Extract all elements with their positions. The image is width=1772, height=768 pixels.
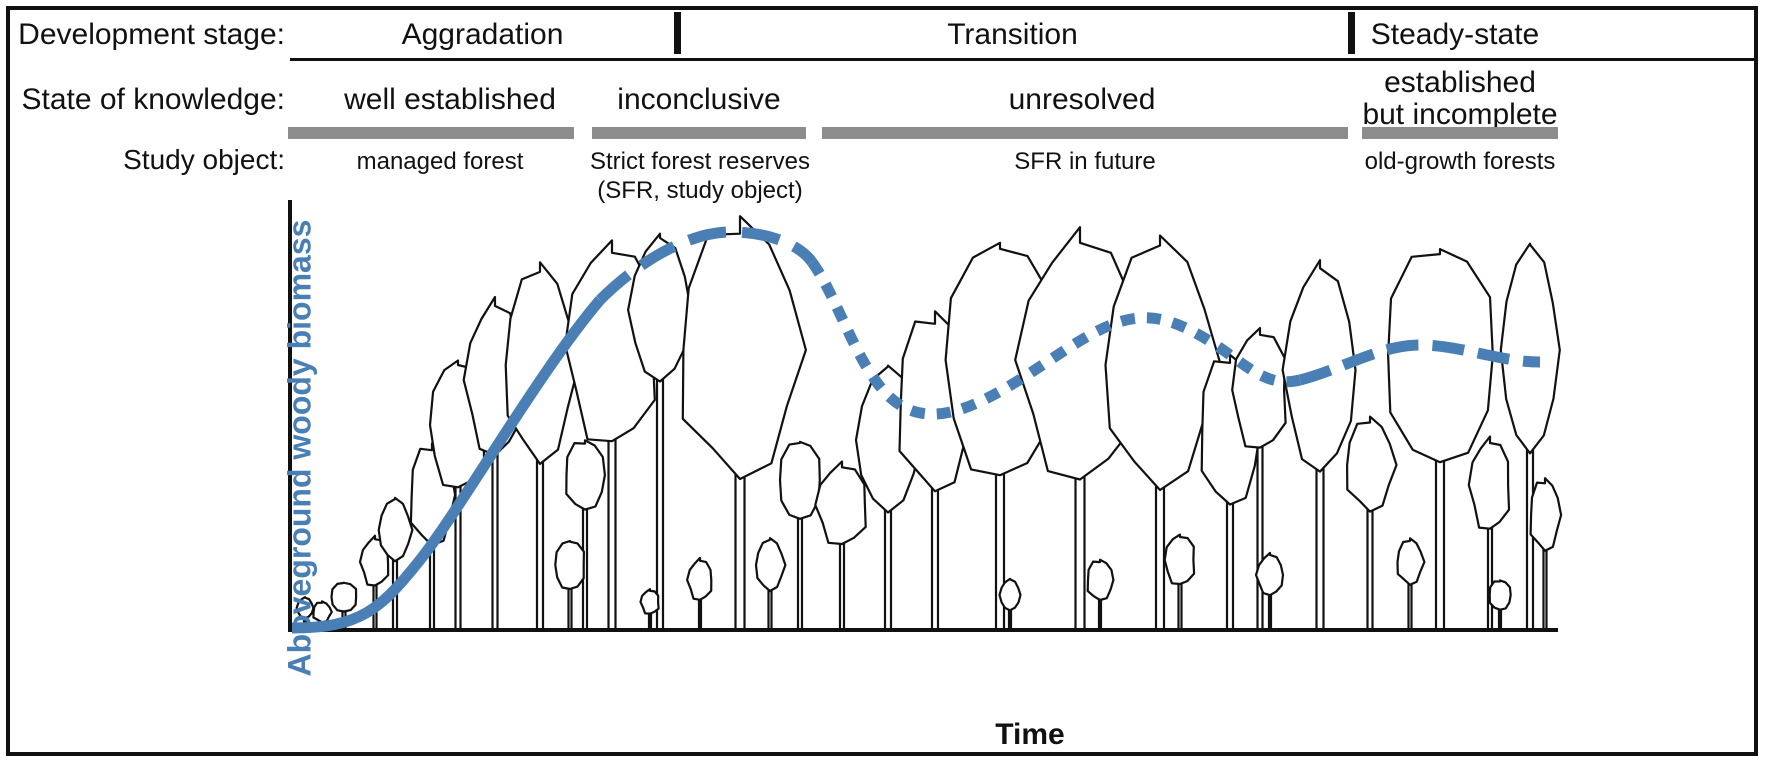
knowledge-bar bbox=[822, 127, 1348, 139]
tree-crown bbox=[639, 588, 660, 615]
y-axis-label: Aboveground woody biomass bbox=[281, 219, 318, 677]
tree-crown bbox=[686, 556, 713, 601]
tree-crown bbox=[565, 439, 606, 511]
tree-crown bbox=[1163, 533, 1196, 586]
stage-divider bbox=[674, 12, 681, 54]
tree-crown bbox=[1529, 477, 1563, 552]
tree-crown bbox=[681, 215, 807, 481]
biomass-curve bbox=[291, 226, 1541, 634]
tree-trunk bbox=[607, 405, 617, 630]
forest-trees-illustration bbox=[295, 215, 1563, 630]
tree-crown bbox=[1499, 242, 1561, 455]
tree-trunk bbox=[454, 464, 462, 630]
knowledge-but-incomplete: but incomplete bbox=[1362, 98, 1558, 131]
tree-crown bbox=[998, 577, 1022, 612]
study-managed-forest: managed forest bbox=[356, 148, 524, 175]
study-sfr-study-object: (SFR, study object) bbox=[597, 177, 803, 204]
tree-crown bbox=[754, 537, 787, 593]
knowledge-unresolved: unresolved bbox=[1008, 83, 1156, 116]
row-label-study-object: Study object: bbox=[123, 144, 285, 175]
tree-trunk bbox=[655, 352, 665, 630]
stage-transition: Transition bbox=[947, 18, 1078, 51]
tree-crown bbox=[1231, 327, 1287, 449]
tree-crown bbox=[1346, 415, 1398, 513]
knowledge-well-established: well established bbox=[344, 83, 556, 116]
curve-segment-dash bbox=[1298, 339, 1541, 386]
tree-crown bbox=[504, 261, 580, 465]
tree-trunk bbox=[838, 529, 846, 630]
figure-border bbox=[6, 6, 1758, 756]
study-strict-forest-reserves: Strict forest reserves bbox=[589, 148, 811, 175]
curve-segment-long-dash bbox=[596, 226, 817, 304]
curve-segment-dotted bbox=[807, 258, 1302, 420]
tree-trunk bbox=[1366, 492, 1374, 630]
stage-divider bbox=[1348, 12, 1355, 54]
tree-crown bbox=[1488, 579, 1512, 611]
tree-crown bbox=[1281, 259, 1357, 473]
knowledge-established: established bbox=[1384, 66, 1536, 99]
curve-segment-solid bbox=[291, 296, 605, 634]
tree-crown bbox=[1396, 537, 1426, 586]
tree-trunk bbox=[1256, 426, 1264, 630]
tree-crown bbox=[1467, 435, 1511, 530]
tree-crown bbox=[1254, 551, 1285, 597]
tree-crown bbox=[627, 232, 692, 383]
tree-crown bbox=[814, 460, 867, 546]
tree-trunk bbox=[796, 504, 804, 630]
stage-steady-state: Steady-state bbox=[1370, 18, 1540, 51]
stage-separator-line bbox=[290, 58, 1756, 61]
study-old-growth-forests: old-growth forests bbox=[1364, 148, 1556, 175]
tree-crown bbox=[1387, 248, 1494, 464]
study-sfr-in-future: SFR in future bbox=[1014, 148, 1156, 175]
tree-crown bbox=[330, 581, 358, 613]
tree-crown bbox=[312, 600, 333, 624]
knowledge-bar bbox=[592, 127, 806, 139]
knowledge-bar bbox=[288, 127, 574, 139]
x-axis-label: Time bbox=[995, 718, 1065, 751]
tree-crown bbox=[377, 496, 414, 563]
tree-crown bbox=[778, 440, 821, 520]
tree-trunk bbox=[1542, 536, 1548, 630]
tree-crown bbox=[1104, 234, 1222, 492]
knowledge-inconclusive: inconclusive bbox=[617, 83, 781, 116]
row-label-state-of-knowledge: State of knowledge: bbox=[21, 83, 285, 116]
tree-crown bbox=[295, 596, 315, 620]
stage-aggradation: Aggradation bbox=[401, 18, 564, 51]
tree-crown bbox=[554, 539, 585, 591]
tree-trunk bbox=[1486, 512, 1494, 630]
knowledge-bar bbox=[1362, 127, 1558, 139]
row-label-development-stage: Development stage: bbox=[18, 18, 285, 51]
tree-crown bbox=[1086, 558, 1115, 602]
